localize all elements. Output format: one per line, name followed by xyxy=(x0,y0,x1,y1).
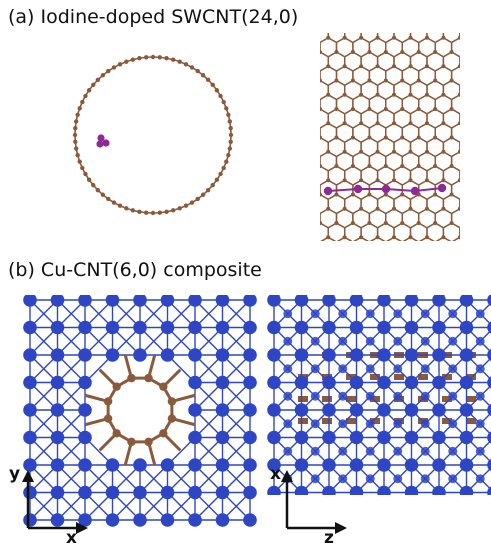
cu-cnt-xy-image xyxy=(23,295,257,527)
panel-b-xz-view xyxy=(262,295,491,550)
axis-label-z-right: z xyxy=(324,528,334,548)
swcnt-cross-section-image xyxy=(72,54,234,216)
cu-cnt-xz-image xyxy=(267,295,491,495)
axis-label-x-left: x xyxy=(66,528,77,548)
swcnt-side-view-image xyxy=(320,33,460,241)
axis-label-y-left: y xyxy=(9,464,21,484)
panel-b-label: (b) Cu-CNT(6,0) composite xyxy=(8,259,262,281)
panel-a-side-view xyxy=(320,33,460,241)
axis-label-x-right: x xyxy=(270,464,281,484)
panel-a-top-view xyxy=(58,40,248,230)
panel-a-label: (a) Iodine-doped SWCNT(24,0) xyxy=(8,6,299,28)
panel-b-xy-view xyxy=(20,295,260,550)
